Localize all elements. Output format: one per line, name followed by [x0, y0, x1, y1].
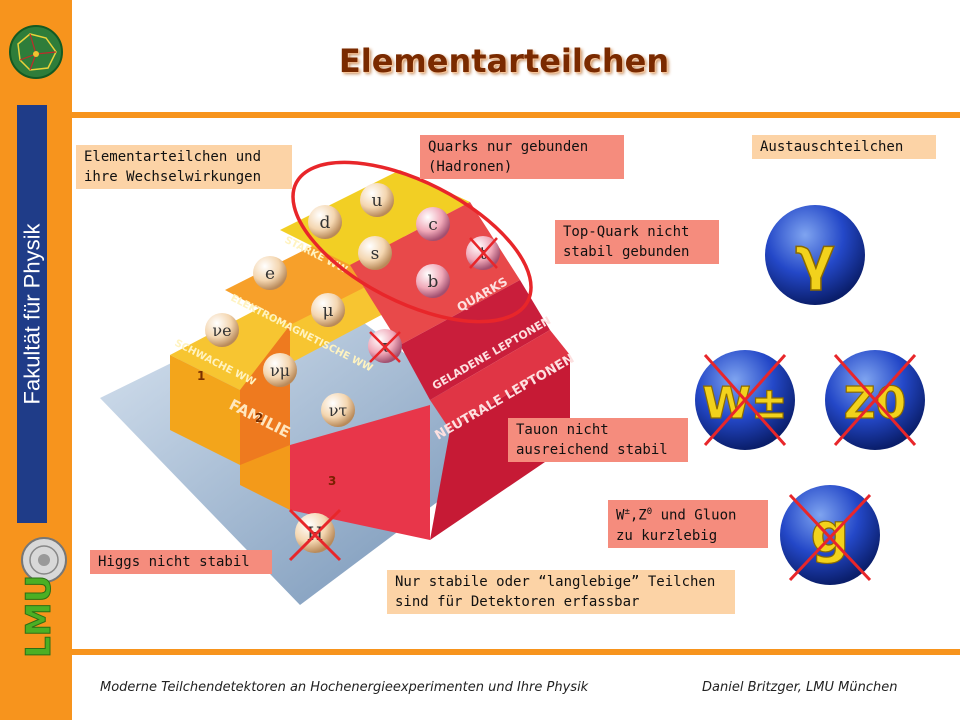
particle-e: e: [253, 256, 287, 290]
label-f1: 1: [197, 369, 205, 383]
university-seal-icon: [21, 537, 67, 583]
photon-ball: γ: [765, 205, 865, 305]
label-f2: 2: [255, 411, 263, 425]
globe-logo-icon: [9, 25, 63, 79]
box-tauon: Tauon nicht ausreichend stabil: [508, 418, 688, 462]
exchange-particles: γ W± Z0 g: [695, 205, 925, 585]
box-wz-rest: und Gluon zu kurzlebig: [616, 507, 737, 544]
box-exchange: Austauschteilchen: [752, 135, 936, 159]
level-weak-front: [170, 355, 240, 465]
particle-u: u: [360, 183, 394, 217]
particle-nue: νe: [205, 313, 239, 347]
particle-c-label: c: [428, 215, 438, 235]
box-wz-z: ,Z: [629, 507, 647, 524]
particle-s-label: s: [371, 244, 380, 264]
footer-course: Moderne Teilchendetektoren an Hochenergi…: [100, 680, 589, 695]
neutral-block-top: [430, 330, 570, 430]
particle-nutau-label: ντ: [329, 401, 348, 420]
bottom-rule: [72, 649, 960, 655]
level-weak-top: [170, 270, 400, 390]
cross-tau-icon: [369, 331, 401, 363]
quark-highlight-ring: [291, 160, 533, 324]
lmu-logo-icon: LMU: [19, 574, 60, 658]
label-f3: 3: [328, 474, 336, 488]
particle-d: d: [308, 205, 342, 239]
page-title: Elementarteilchen: [338, 42, 670, 80]
particle-s: s: [358, 236, 392, 270]
particle-mu: μ: [311, 293, 345, 327]
particle-mu-label: μ: [322, 301, 333, 321]
cross-z-icon: [833, 354, 917, 446]
box-wz-w: W: [616, 507, 625, 524]
particle-numu: νμ: [263, 353, 297, 387]
box-higgs: Higgs nicht stabil: [90, 550, 272, 574]
particle-c: c: [416, 207, 450, 241]
gluon-symbol: g: [811, 502, 850, 565]
photon-symbol: γ: [795, 224, 835, 292]
particle-u-label: u: [372, 191, 383, 211]
box-wz-zero: 0: [646, 507, 653, 517]
sidebar-label-wrap: Fakultät für Physik: [17, 105, 47, 523]
sidebar-label-band: [17, 105, 47, 523]
cross-gluon-icon: [788, 493, 872, 582]
box-stable: Nur stabile oder “langlebige” Teilchen s…: [387, 570, 735, 614]
z-boson-symbol: Z0: [844, 378, 907, 429]
level-strong-top: [280, 170, 470, 265]
lepton-block-top: [400, 280, 550, 400]
top-rule: [72, 112, 960, 118]
cross-top-icon: [469, 237, 498, 269]
particle-e-label: e: [265, 264, 275, 284]
page-title-wrap: Elementarteilchen: [0, 42, 960, 80]
cross-higgs-icon: [288, 508, 342, 562]
front-face-2: [240, 445, 290, 510]
box-elementary: Elementarteilchen und ihre Wechselwirkun…: [76, 145, 292, 189]
box-wz-gluon: W±,Z0 und Gluon zu kurzlebig: [608, 500, 768, 548]
front-face-3: [290, 405, 430, 540]
sidebar-label: Fakultät für Physik: [19, 223, 45, 405]
right-side-face: [430, 355, 570, 540]
particle-b: b: [416, 264, 450, 298]
lmu-logo-text: LMU: [19, 575, 59, 658]
particle-nue-label: νe: [212, 321, 231, 340]
box-top-quark: Top-Quark nicht stabil gebunden: [555, 220, 719, 264]
particle-d-label: d: [320, 213, 331, 233]
w-boson-symbol: W±: [702, 378, 787, 429]
cross-w-icon: [703, 354, 787, 446]
footer-author: Daniel Britzger, LMU München: [702, 680, 898, 695]
particle-numu-label: νμ: [270, 361, 290, 380]
particle-pyramid: STARKE WW ELEKTROMAGNETISCHE WW SCHWACHE…: [100, 160, 577, 605]
box-quarks-bound: Quarks nur gebunden (Hadronen): [420, 135, 624, 179]
particle-b-label: b: [428, 272, 439, 292]
particle-nutau: ντ: [321, 393, 355, 427]
box-wz-pm: ±: [624, 507, 630, 517]
